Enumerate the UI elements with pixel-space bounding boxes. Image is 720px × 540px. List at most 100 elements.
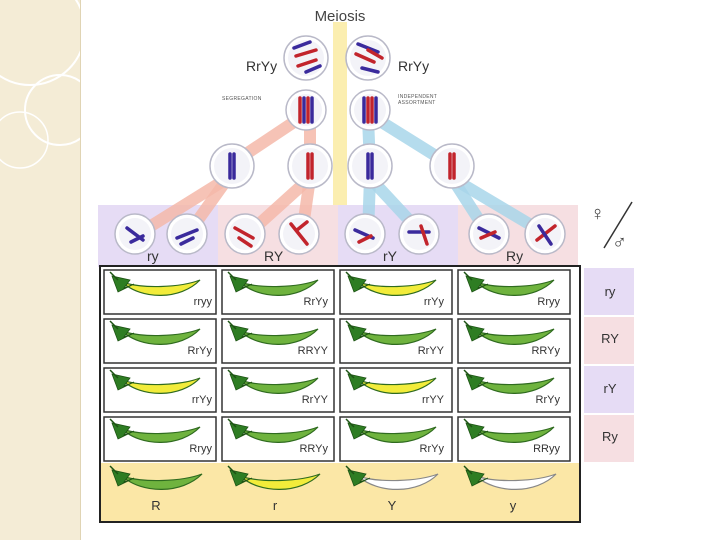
chromosome (237, 236, 253, 248)
chromosome (129, 234, 145, 244)
pea-pod-icon (109, 320, 201, 345)
female-symbol-icon: ♀ (590, 203, 605, 225)
pea-pod-icon (227, 418, 319, 443)
pea-pod-icon (345, 271, 437, 296)
row-label-bg (584, 415, 634, 462)
pod-body (239, 328, 319, 345)
center-axis (333, 22, 347, 262)
cell (283, 35, 329, 81)
sex-divider-line (603, 201, 633, 249)
cell-genotype: RrYY (301, 394, 328, 406)
pod-stem (227, 369, 237, 379)
pod-body (121, 377, 201, 394)
pod-body (475, 426, 555, 443)
pea-pod-icon (345, 320, 437, 345)
cell-genotype: RrYy (535, 394, 560, 406)
pod-stem (227, 418, 237, 428)
pod-stem (227, 320, 237, 330)
cell-cytoplasm (292, 148, 328, 184)
parent-genotype-left: RrYy (246, 58, 278, 74)
pod-body (475, 279, 555, 296)
allele-label: r (272, 498, 278, 513)
cell-cytoplasm (434, 148, 470, 184)
cell (209, 143, 255, 189)
allele-label: R (151, 498, 161, 513)
pea-pod-icon (227, 465, 321, 490)
cell-cytoplasm (352, 148, 388, 184)
pea-pod-icon (463, 320, 555, 345)
pod-body (121, 279, 201, 296)
segregation-label: SEGREGATION (222, 96, 262, 102)
grid-cell (103, 318, 217, 364)
pea-pod-icon (109, 465, 203, 490)
cell (429, 143, 475, 189)
chromosome (357, 234, 373, 244)
pod-stem (109, 271, 119, 281)
pea-pod-icon (463, 465, 557, 490)
row-gamete-label: RY (601, 331, 619, 346)
pea-pod-icon (345, 465, 439, 490)
pod-stem (109, 369, 119, 379)
pod-body (475, 473, 557, 490)
chromosome (294, 48, 318, 58)
pod-body (357, 426, 437, 443)
cell (287, 143, 333, 189)
row-gamete-label: Ry (602, 429, 618, 444)
pod-stem (109, 418, 119, 428)
cell (345, 35, 391, 81)
chromosome (292, 40, 312, 50)
pod-body (475, 377, 555, 394)
chromosome (289, 222, 309, 246)
pea-pods (109, 271, 557, 490)
pea-pod-icon (227, 369, 319, 394)
cell-genotype: rrYy (191, 394, 212, 406)
allele-label: y (509, 498, 517, 513)
pod-body (239, 426, 319, 443)
pea-pod-icon (345, 418, 437, 443)
cell-genotype: RRYy (299, 443, 328, 455)
cell-genotype: RRYy (531, 345, 560, 357)
pod-stem (463, 369, 473, 379)
pea-pod-icon (345, 369, 437, 394)
pea-pod-icon (227, 271, 319, 296)
cell-genotype: rryy (193, 296, 212, 308)
top-gamete-label: Ry (506, 248, 524, 264)
chromosome (535, 224, 557, 242)
pod-body (239, 377, 319, 394)
cell (524, 213, 566, 255)
bottom-row-bg (101, 463, 579, 521)
row-gamete-label: rY (603, 381, 617, 396)
pod-body (121, 426, 201, 443)
row-label-bg (584, 366, 634, 413)
pod-stem (463, 271, 473, 281)
chromosome (354, 52, 376, 64)
cell-genotype: rrYy (423, 296, 444, 308)
pod-stem (345, 271, 355, 281)
chromosome (356, 42, 380, 54)
chromosome (304, 64, 322, 74)
decorative-circles-icon (0, 0, 80, 169)
side-decoration-panel (0, 0, 81, 540)
pod-stem (463, 418, 473, 428)
pea-pod-icon (463, 271, 555, 296)
allele-label: Y (387, 498, 397, 513)
pod-stem (345, 418, 355, 428)
chromosome (366, 48, 384, 60)
pod-body (239, 279, 319, 296)
pod-stem (227, 465, 237, 475)
cell-cytoplasm (290, 94, 322, 126)
pod-stem (345, 369, 355, 379)
parent-genotype-right: RrYy (398, 58, 430, 74)
cell-genotype: Rryy (189, 443, 212, 455)
row-label-bg (584, 317, 634, 364)
male-symbol-icon: ♂ (612, 232, 627, 254)
cell-genotype: RrYy (303, 296, 328, 308)
cell-cytoplasm (354, 94, 386, 126)
chromosome (233, 226, 255, 240)
chromosome (479, 230, 497, 240)
cell-genotype: RRyy (533, 443, 560, 455)
cell-genotype: RrYy (419, 443, 444, 455)
cell-genotype: RRYY (297, 345, 328, 357)
cell (285, 89, 327, 131)
row-label-bg (584, 268, 634, 315)
